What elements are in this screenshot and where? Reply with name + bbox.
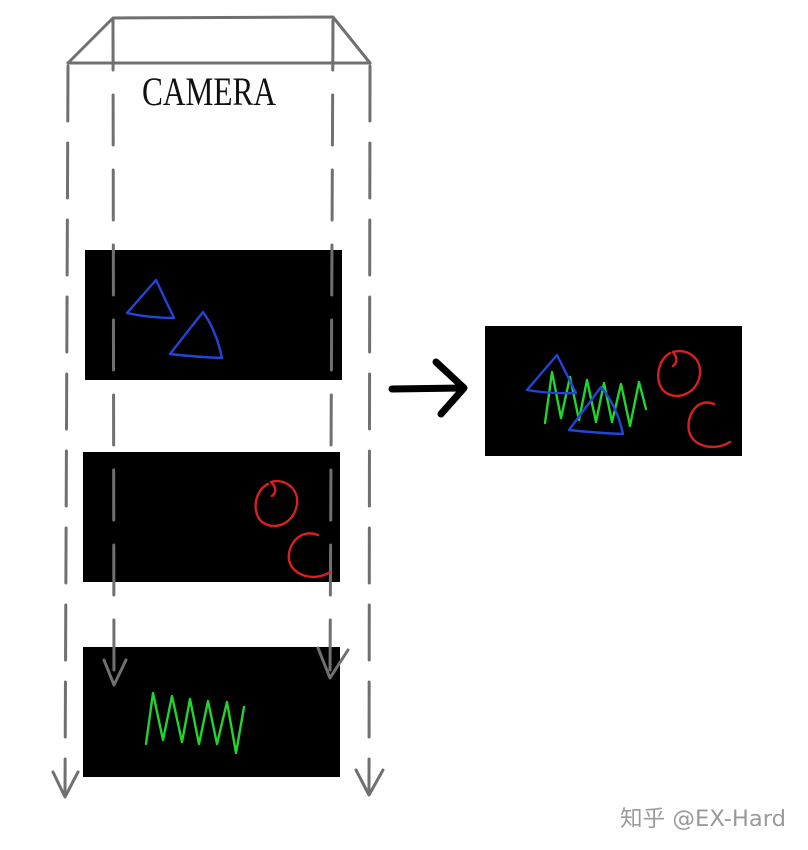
layer-panel-triangles [85, 250, 342, 380]
triangle-shapes [125, 278, 224, 360]
circle-shapes [254, 479, 332, 579]
watermark: 知乎 @EX-Hard [620, 807, 786, 832]
dashed-projection-lines [63, 64, 372, 797]
composite-panel [485, 326, 742, 456]
right-arrow-icon [388, 358, 468, 418]
composite-zigzag [543, 370, 648, 428]
layer-panel-circles [83, 452, 340, 582]
composite-shapes [525, 349, 732, 449]
camera-frustum [66, 15, 372, 65]
zigzag-shape [144, 691, 246, 755]
dashed-projection-lines-inner [111, 18, 335, 685]
camera-label: CAMERA [142, 69, 276, 114]
projection-arrowheads [51, 646, 385, 799]
